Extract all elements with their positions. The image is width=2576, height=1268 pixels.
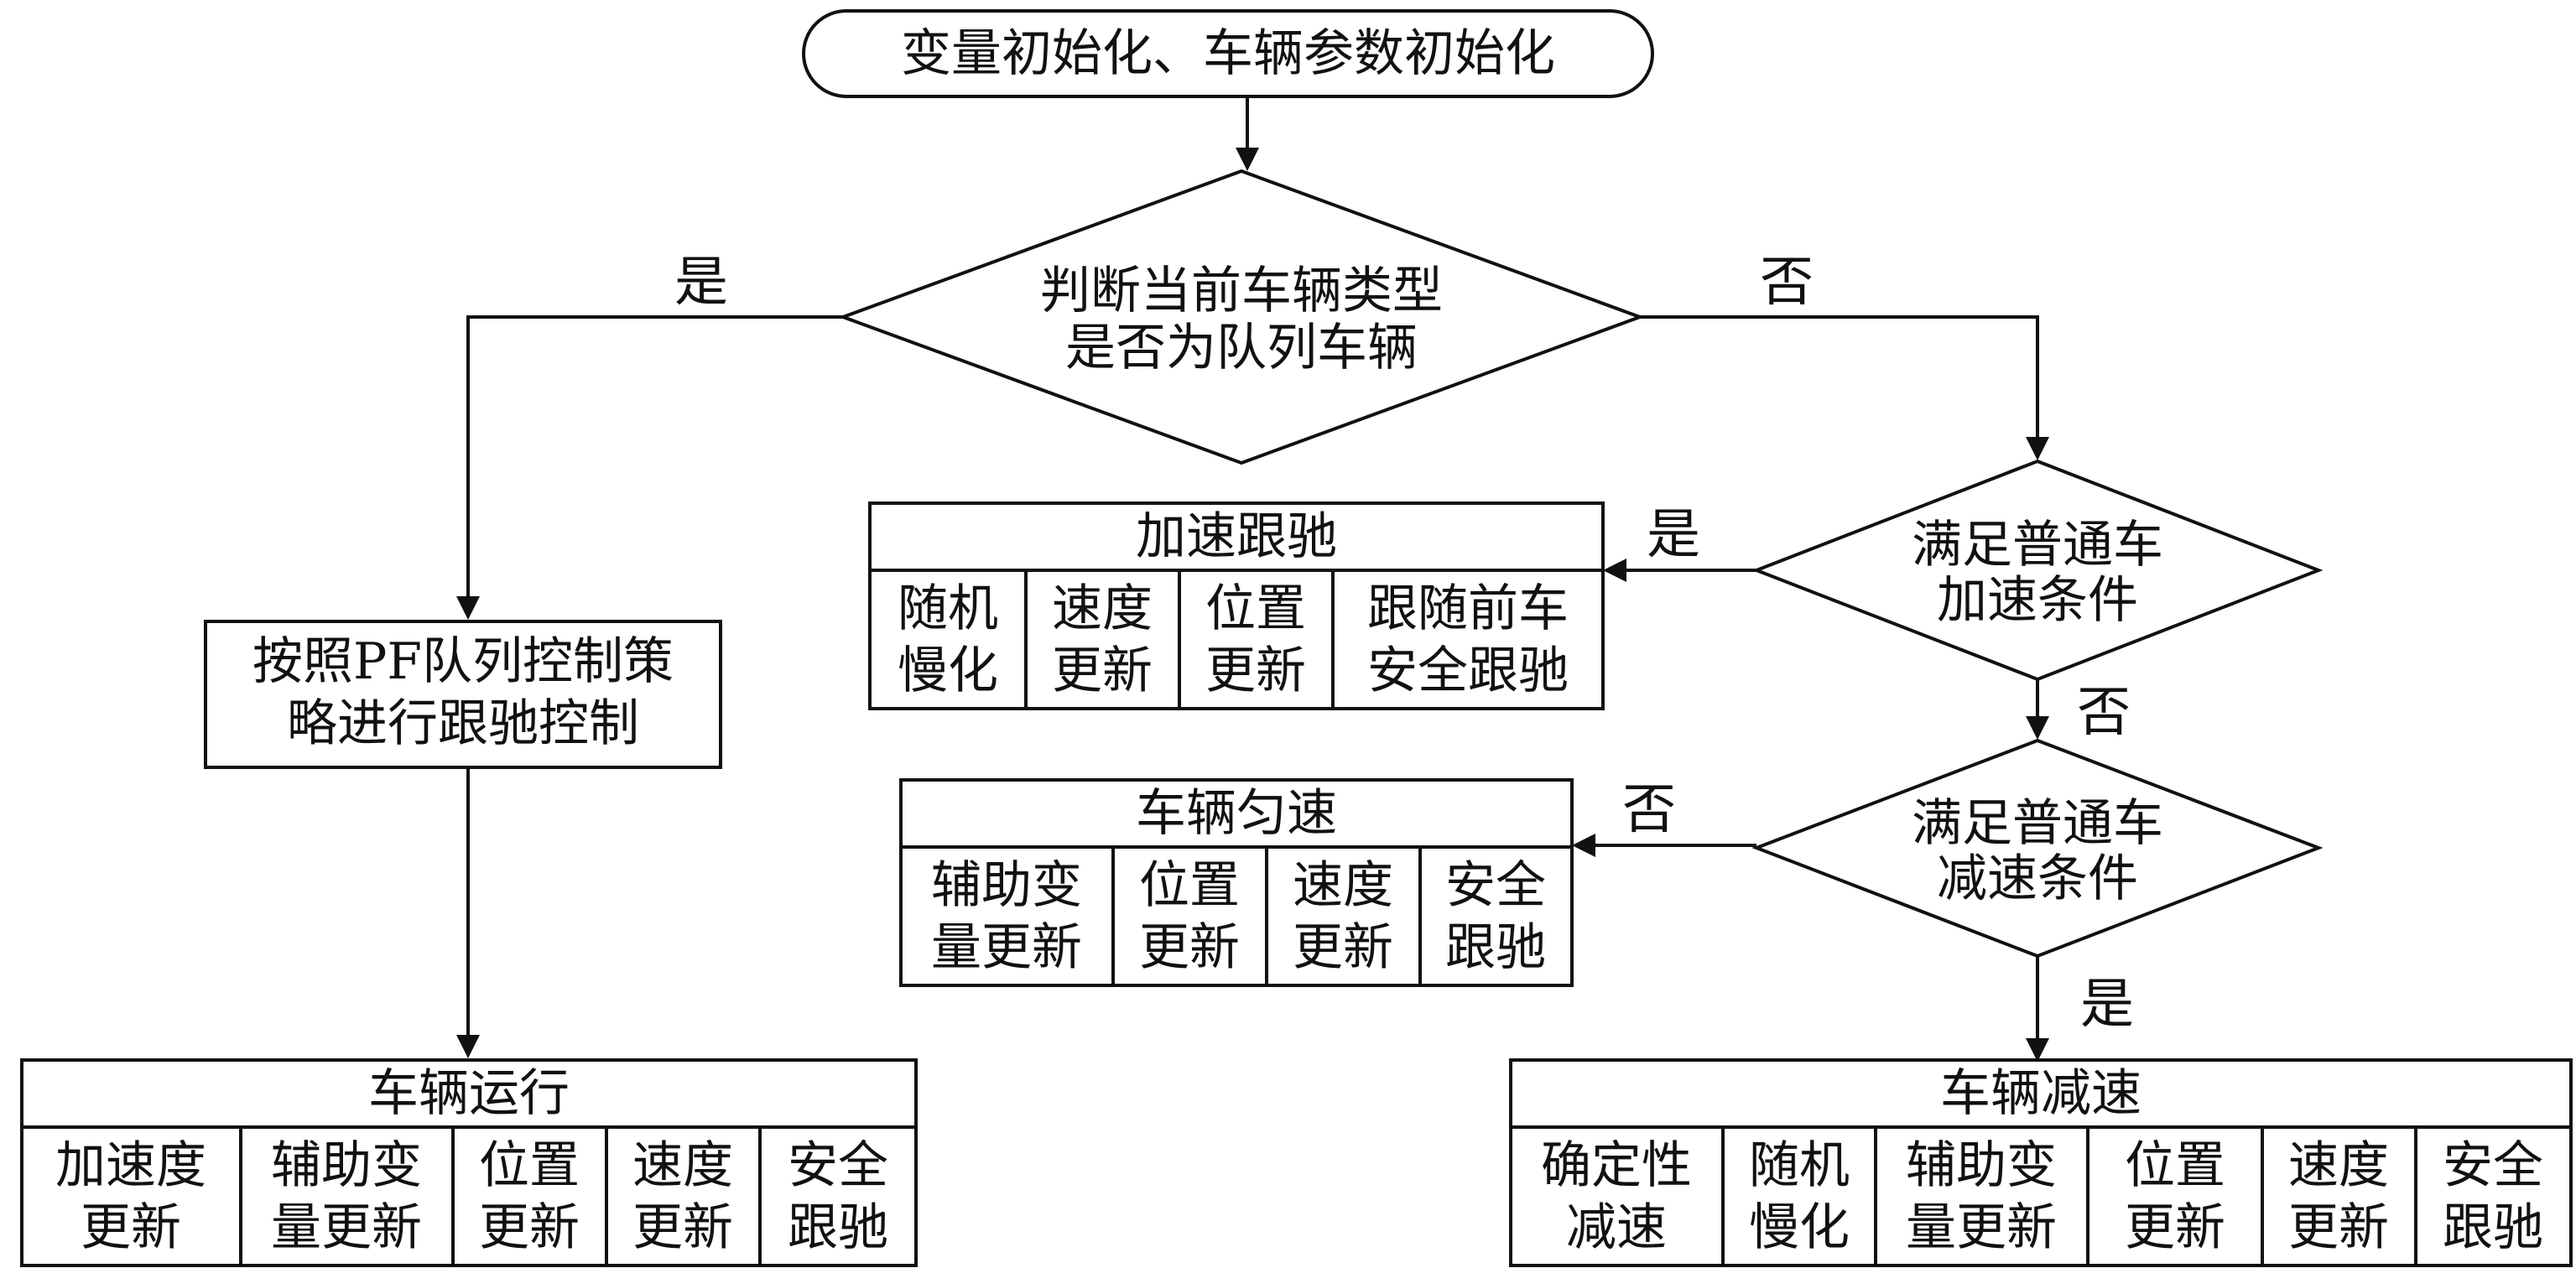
- vehicle-run-cell-line1: 加速度: [55, 1136, 206, 1195]
- decision-platoon: 判断当前车辆类型 是否为队列车辆 是 否: [674, 169, 1814, 465]
- start-node: 变量初始化、车辆参数初始化: [802, 9, 1654, 98]
- platoon-control-box: 按照PF队列控制策 略进行跟驰控制: [204, 620, 722, 769]
- accel-follow-table: 加速跟驰 随机 慢化 速度 更新 位置 更新 跟随前车 安全跟驰: [868, 501, 1605, 710]
- uniform-speed-cell-line1: 速度: [1293, 856, 1393, 915]
- decision-decel-yes-label: 是: [2080, 974, 2134, 1036]
- start-terminator-shape: [802, 9, 1654, 98]
- accel-follow-frame: [868, 501, 1605, 710]
- vehicle-run-cell-line2: 更新: [479, 1198, 580, 1257]
- vehicle-decel-cell-line2: 减速: [1566, 1198, 1667, 1257]
- vehicle-run-cell-line2: 量更新: [271, 1198, 422, 1257]
- accel-follow-cell-line1: 速度: [1052, 579, 1153, 638]
- decision-accel-no-label: 否: [2077, 682, 2131, 744]
- accel-follow-cell-line2: 慢化: [898, 642, 998, 700]
- accel-follow-cell-line1: 位置: [1205, 579, 1306, 638]
- vehicle-run-cell-line1: 辅助变: [271, 1136, 422, 1195]
- vehicle-decel-cell-line1: 速度: [2288, 1136, 2389, 1195]
- vehicle-decel-cell-line1: 安全: [2443, 1136, 2543, 1195]
- accel-follow-cell-line2: 更新: [1205, 642, 1306, 700]
- decision-decel-no-label: 否: [1622, 779, 1676, 841]
- vehicle-run-cell-line2: 更新: [632, 1198, 733, 1257]
- vehicle-run-title: 车辆运行: [368, 1064, 570, 1123]
- arrowhead-icon: [1572, 834, 1595, 857]
- vehicle-decel-cell-line2: 跟驰: [2443, 1198, 2543, 1257]
- arrowhead-icon: [2026, 1038, 2049, 1062]
- vehicle-decel-cell-line2: 更新: [2288, 1198, 2389, 1257]
- decision-accel: 满足普通车 加速条件 是 否: [1647, 459, 2324, 744]
- decision-accel-yes-label: 是: [1647, 504, 1700, 566]
- vehicle-run-table: 车辆运行 加速度 更新 辅助变 量更新 位置 更新 速度 更新 安全 跟驰: [20, 1058, 918, 1267]
- vehicle-run-cell-line2: 跟驰: [788, 1198, 888, 1257]
- decision-decel-shape: [1751, 738, 2324, 959]
- uniform-speed-frame: [899, 778, 1574, 987]
- platoon-control-line1: 按照PF队列控制策: [252, 632, 674, 691]
- platoon-control-line2: 略进行跟驰控制: [287, 694, 639, 753]
- vehicle-run-cell-line2: 更新: [81, 1198, 181, 1257]
- connector-no-platoon: [1640, 315, 2039, 439]
- uniform-speed-cell-line1: 安全: [1445, 856, 1546, 915]
- decision-decel-line1: 满足普通车: [1912, 794, 2163, 853]
- uniform-speed-cell-line2: 量更新: [931, 918, 1082, 977]
- arrowhead-icon: [2026, 437, 2049, 460]
- vehicle-decel-cell-line1: 位置: [2125, 1136, 2225, 1195]
- vehicle-decel-table: 车辆减速 确定性 减速 随机 慢化 辅助变 量更新 位置 更新 速度 更新 安全…: [1509, 1058, 2573, 1267]
- connectors: [456, 96, 2049, 1062]
- decision-accel-line2: 加速条件: [1937, 571, 2138, 630]
- accel-follow-cell-line2: 更新: [1052, 642, 1153, 700]
- arrowhead-icon: [456, 1035, 480, 1058]
- uniform-speed-cell-line2: 更新: [1139, 918, 1240, 977]
- arrowhead-icon: [456, 596, 480, 620]
- uniform-speed-title: 车辆匀速: [1136, 784, 1337, 843]
- arrowhead-icon: [1236, 148, 1259, 171]
- uniform-speed-cell-line1: 辅助变: [931, 856, 1082, 915]
- platoon-control-shape: [204, 620, 722, 769]
- uniform-speed-cell-line2: 更新: [1293, 918, 1393, 977]
- vehicle-decel-cell-line1: 随机: [1749, 1136, 1850, 1195]
- uniform-speed-cell-line2: 跟驰: [1445, 918, 1546, 977]
- arrowhead-icon: [1603, 559, 1626, 582]
- uniform-speed-cell-line1: 位置: [1139, 856, 1240, 915]
- connector-yes-platoon: [466, 315, 843, 598]
- decision-platoon-no-label: 否: [1760, 252, 1814, 314]
- vehicle-decel-cell-line1: 确定性: [1541, 1136, 1692, 1195]
- decision-decel-line2: 减速条件: [1937, 850, 2138, 908]
- vehicle-decel-frame: [1509, 1058, 2573, 1267]
- decision-decel: 满足普通车 减速条件 否 是: [1622, 738, 2324, 1036]
- decision-accel-line1: 满足普通车: [1912, 516, 2163, 574]
- start-label: 变量初始化、车辆参数初始化: [901, 24, 1555, 83]
- vehicle-run-cell-line1: 速度: [632, 1136, 733, 1195]
- accel-follow-cell-line1: 随机: [898, 579, 998, 638]
- accel-follow-cell-line1: 跟随前车: [1367, 579, 1569, 638]
- vehicle-decel-title: 车辆减速: [1940, 1064, 2141, 1123]
- vehicle-decel-cell-line2: 更新: [2125, 1198, 2225, 1257]
- vehicle-decel-cell-line1: 辅助变: [1906, 1136, 2057, 1195]
- decision-platoon-yes-label: 是: [674, 252, 728, 314]
- vehicle-run-cell-line1: 安全: [788, 1136, 888, 1195]
- arrowhead-icon: [2026, 716, 2049, 740]
- vehicle-run-cell-line1: 位置: [479, 1136, 580, 1195]
- decision-platoon-shape: [838, 169, 1645, 465]
- vehicle-decel-cell-line2: 量更新: [1906, 1198, 2057, 1257]
- decision-platoon-line2: 是否为队列车辆: [1065, 319, 1418, 377]
- uniform-speed-table: 车辆匀速 辅助变 量更新 位置 更新 速度 更新 安全 跟驰: [899, 778, 1574, 987]
- accel-follow-title: 加速跟驰: [1136, 507, 1337, 566]
- vehicle-decel-cell-line2: 慢化: [1749, 1198, 1850, 1257]
- decision-platoon-line1: 判断当前车辆类型: [1040, 262, 1443, 320]
- decision-accel-shape: [1751, 459, 2324, 682]
- vehicle-run-frame: [20, 1058, 918, 1267]
- accel-follow-cell-line2: 安全跟驰: [1367, 642, 1569, 700]
